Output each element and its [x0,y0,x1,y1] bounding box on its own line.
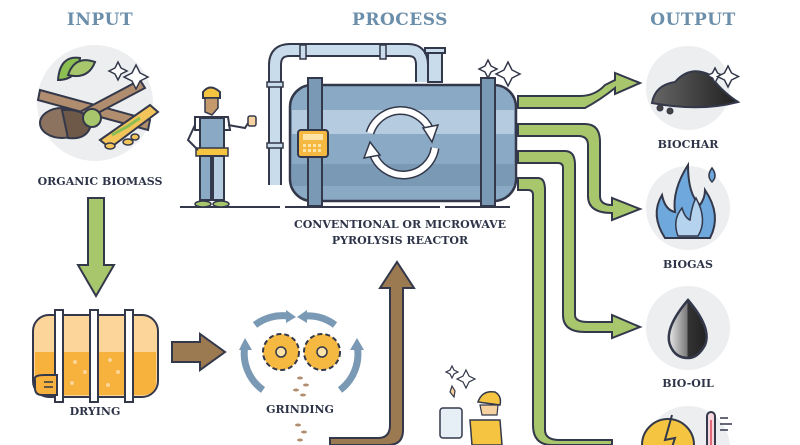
gear-right-icon [303,333,341,371]
arrow-to-heat [517,177,613,445]
drying-drum-icon [32,309,159,403]
gear-left-icon [262,333,300,371]
process-header: PROCESS [352,10,448,30]
organic-biomass-label: ORGANIC BIOMASS [37,175,163,188]
worker-clipboard-icon [439,364,503,445]
arrow-grinding-to-reactor [329,260,416,445]
grinding-label: GRINDING [266,403,334,416]
arrow-biomass-to-drying [76,197,116,298]
output-header: OUTPUT [650,10,736,30]
bio-oil-label: BIO-OIL [662,377,714,390]
organic-biomass-icon [36,45,160,161]
heat-energy-icon [641,406,732,445]
pyrolysis-reactor-icon [266,43,522,208]
oil-drop-icon [646,286,730,370]
drying-label: DRYING [69,405,121,418]
biochar-label: BIOCHAR [657,138,719,151]
reactor-label-line1: CONVENTIONAL OR MICROWAVE [293,218,507,231]
flame-icon [646,161,730,250]
grinding-gears-icon [239,310,364,442]
biogas-label: BIOGAS [663,258,713,271]
arrow-to-biooil [517,150,643,340]
input-header: INPUT [66,10,134,30]
arrow-drying-to-grinding [171,332,227,372]
arrow-to-biogas [517,123,643,222]
reactor-label-line2: PYROLYSIS REACTOR [331,234,469,247]
arrow-to-biochar [517,71,643,109]
worker-thumbs-up-icon [180,86,280,208]
biochar-pile-icon [646,46,741,130]
